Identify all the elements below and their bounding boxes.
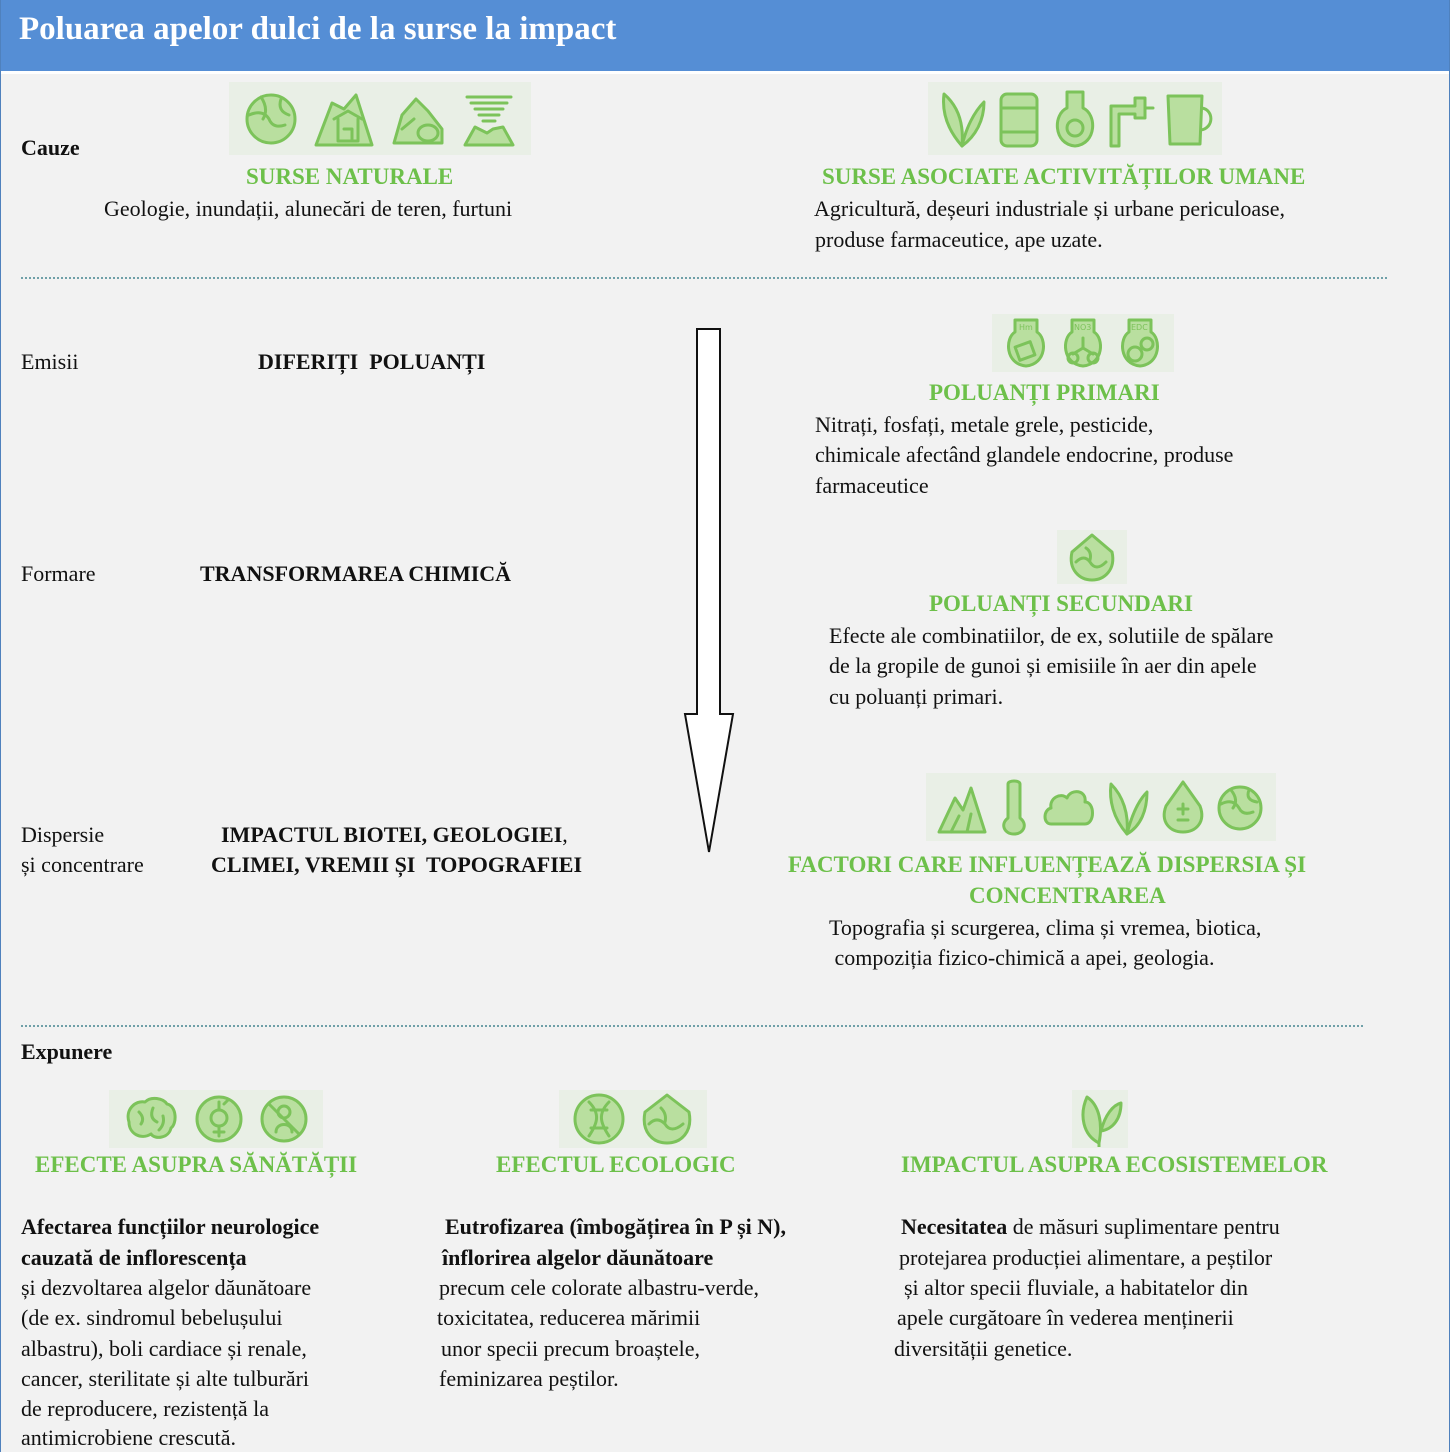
natural-sources-heading: SURSE NATURALE [246, 164, 454, 189]
ecological-bold-line-2: înflorirea algelor dăunătoare [442, 1245, 714, 1270]
ecosystem-line-4: diversității genetice. [894, 1336, 1073, 1361]
heavy-metal-flask-icon: Hm [1007, 318, 1046, 368]
dispersion-factors-heading-line-1: FACTORI CARE INFLUENȚEAZĂ DISPERSIA ȘI [788, 852, 1307, 877]
water-drop-cycle-icon [1069, 533, 1115, 582]
ecosystem-line-3: apele curgătoare în vederea menținerii [897, 1305, 1234, 1330]
svg-text:EDC: EDC [1131, 323, 1148, 332]
formation-center-text: TRANSFORMAREA CHIMICĂ [200, 561, 512, 586]
mountains-icon [937, 786, 987, 834]
health-line-5: de reproducere, rezistență la [21, 1396, 269, 1421]
health-line-2: (de ex. sindromul bebelușului [21, 1305, 283, 1330]
primary-pollutants-line-3: farmaceutice [815, 473, 929, 498]
primary-pollutants-line-2: chimicale afectând glandele endocrine, p… [815, 442, 1234, 467]
secondary-pollutants-line-1: Efecte ale combinatiilor, de ex, solutii… [829, 623, 1274, 648]
health-line-3: albastru), boli cardiace și renale, [21, 1336, 307, 1361]
human-sources-heading: SURSE ASOCIATE ACTIVITĂȚILOR UMANE [822, 164, 1306, 189]
page-title: Poluarea apelor dulci de la surse la imp… [19, 11, 617, 47]
cup-icon [1166, 94, 1213, 145]
down-arrow-icon [683, 328, 735, 853]
globe-icon [1217, 785, 1263, 831]
ecological-line-4: feminizarea peștilor. [439, 1366, 619, 1391]
ecological-line-2: toxicitatea, reducerea mărimii [437, 1305, 701, 1330]
house-icon [314, 93, 374, 146]
health-bold-line-2: cauzată de inflorescența [21, 1245, 247, 1270]
causes-label: Cauze [21, 135, 80, 160]
primary-pollutants-icons: Hm NO3 EDC [992, 314, 1174, 372]
ecological-line-1: precum cele colorate albastru-verde, [439, 1275, 760, 1300]
leaf-icon [1081, 1095, 1123, 1147]
ecological-bold-line-1: Eutrofizarea (îmbogățirea în P și N), [445, 1214, 786, 1239]
ecosystem-line-2: și altor specii fluviale, a habitatelor … [904, 1275, 1248, 1300]
health-effects-heading: EFECTE ASUPRA SĂNĂTĂȚII [35, 1152, 358, 1177]
health-effects-icons [109, 1090, 323, 1148]
dispersion-center-line-1: IMPACTUL BIOTEI, GEOLOGIEI, [221, 822, 568, 847]
nitrate-molecule-icon: NO3 [1064, 318, 1102, 368]
hazard-flask-icon [1055, 90, 1095, 147]
svg-text:NO3: NO3 [1074, 323, 1091, 332]
divider-top [21, 277, 1387, 279]
dispersion-label-line-2: și concentrare [21, 852, 144, 877]
health-bold-line-1: Afectarea funcțiilor neurologice [21, 1214, 320, 1239]
divider-bottom [21, 1025, 1363, 1027]
ecosystem-line-0: Necesitatea de măsuri suplimentare pentr… [901, 1214, 1280, 1239]
brain-icon [126, 1096, 177, 1139]
ecosystem-impact-icons [1072, 1090, 1128, 1148]
barrel-icon [999, 92, 1039, 147]
exposure-label: Expunere [21, 1039, 113, 1064]
gender-icon [195, 1095, 243, 1143]
thermometer-icon [1002, 779, 1026, 836]
ecosystem-line-1: protejarea producției alimentare, a peșt… [899, 1245, 1273, 1270]
primary-pollutants-heading: POLUANȚI PRIMARI [929, 380, 1160, 405]
water-drop-plus-minus-icon [1162, 780, 1204, 834]
title-bar: Poluarea apelor dulci de la surse la imp… [1, 0, 1449, 74]
ecosystem-impact-heading: IMPACTUL ASUPRA ECOSISTEMELOR [901, 1152, 1328, 1177]
secondary-pollutants-line-2: de la gropile de gunoi și emisiile în ae… [829, 653, 1257, 678]
globe-icon [245, 93, 297, 144]
human-sources-line-2: produse farmaceutice, ape uzate. [815, 227, 1103, 252]
health-line-1: și dezvoltarea algelor dăunătoare [21, 1275, 312, 1300]
secondary-pollutants-heading: POLUANȚI SECUNDARI [929, 591, 1193, 616]
dispersion-factors-line-2: compoziția fizico-chimică a apei, geolog… [829, 945, 1215, 970]
health-line-4: cancer, sterilitate și alte tulburări [21, 1366, 310, 1391]
dispersion-center-line-2: CLIMEI, VREMII ȘI TOPOGRAFIEI [211, 852, 583, 877]
human-sources-line-1: Agricultură, deșeuri industriale și urba… [814, 196, 1286, 221]
ecological-effect-heading: EFECTUL ECOLOGIC [496, 1152, 736, 1177]
health-line-6: antimicrobiene crescută. [21, 1425, 237, 1450]
ecological-effect-icons [559, 1090, 707, 1148]
faucet-icon [1109, 96, 1155, 147]
landslide-rocks-icon [392, 97, 444, 144]
dispersion-factors-line-1: Topografia și scurgerea, clima și vremea… [829, 915, 1262, 940]
water-drop-cycle-icon [642, 1093, 692, 1145]
dispersion-label-line-1: Dispersie [21, 822, 105, 847]
natural-sources-icons [229, 82, 531, 155]
dispersion-factors-heading-line-2: CONCENTRAREA [969, 883, 1166, 908]
dna-icon [573, 1093, 625, 1145]
primary-pollutants-line-1: Nitrați, fosfați, metale grele, pesticid… [815, 412, 1154, 437]
svg-text:Hm: Hm [1019, 323, 1033, 332]
cloud-icon [1043, 790, 1095, 826]
emissions-center-text: DIFERIȚI POLUANȚI [258, 349, 486, 374]
endocrine-disruptor-icon: EDC [1120, 318, 1159, 368]
human-sources-icons [928, 82, 1222, 155]
ecological-line-3: unor specii precum broaștele, [441, 1336, 701, 1361]
natural-sources-text: Geologie, inundații, alunecări de teren,… [104, 196, 513, 221]
dispersion-factors-icons [926, 773, 1276, 841]
secondary-pollutants-line-3: cu poluanți primari. [829, 684, 1004, 709]
emissions-label: Emisii [21, 349, 79, 374]
tornado-icon [463, 95, 515, 146]
plant-icon [1108, 782, 1149, 836]
no-baby-icon [260, 1095, 308, 1143]
plant-icon [942, 92, 986, 147]
formation-label: Formare [21, 561, 96, 586]
secondary-pollutants-icons [1057, 530, 1127, 584]
